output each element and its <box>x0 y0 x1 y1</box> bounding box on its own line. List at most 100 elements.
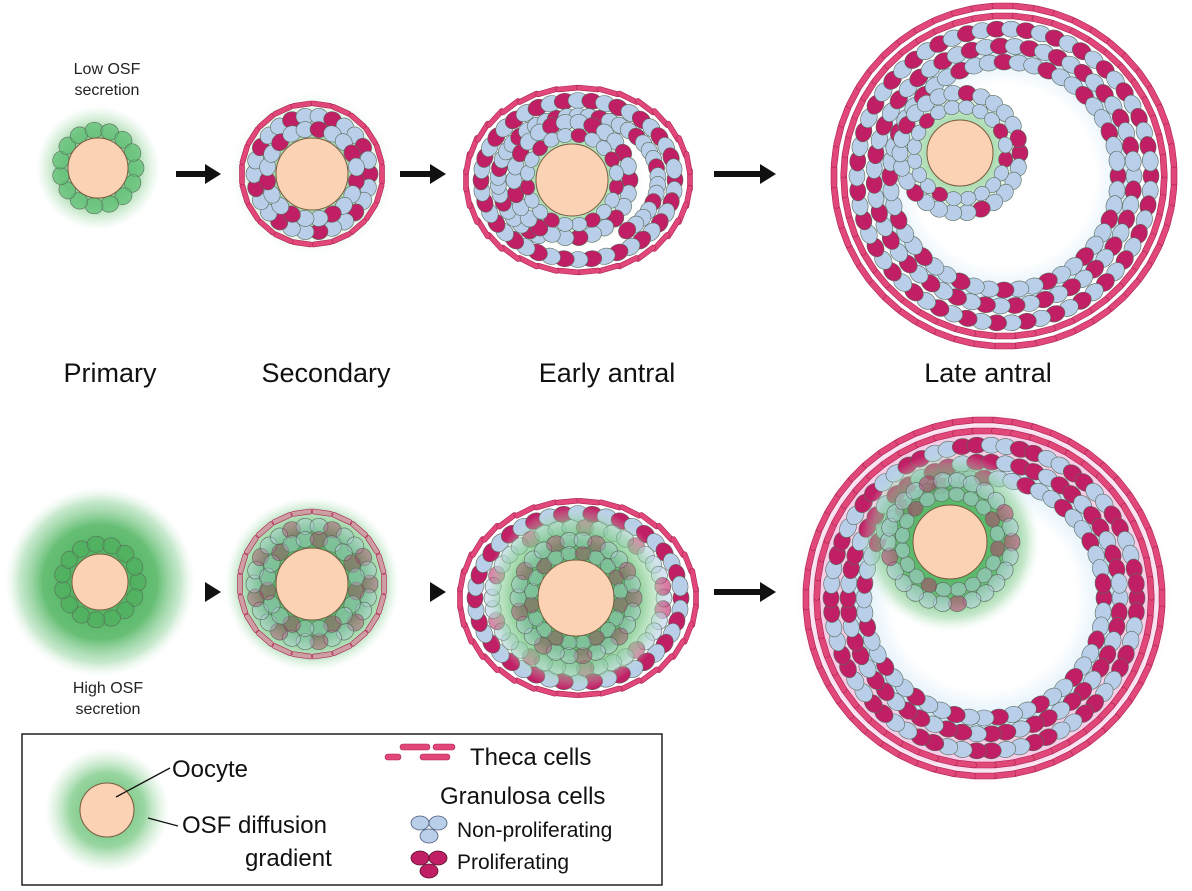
proliferating-cell <box>881 547 899 567</box>
proliferating-cell <box>270 623 289 641</box>
non-proliferating-cell <box>933 487 950 503</box>
theca-cell <box>237 552 249 575</box>
non-proliferating-cell <box>270 527 289 545</box>
non-proliferating-cell <box>559 532 579 549</box>
proliferating-cell <box>610 627 629 646</box>
arrow-early-late-high-head <box>760 582 776 602</box>
non-proliferating-cell <box>985 554 1001 572</box>
non-proliferating-cell <box>1141 150 1159 172</box>
non-proliferating-cell <box>962 491 980 507</box>
theca-cell <box>239 162 245 186</box>
non-proliferating-cell <box>546 643 565 661</box>
non-proliferating-cell <box>623 574 641 594</box>
high-osf-label: High OSF secretion <box>73 678 143 720</box>
theca-cell <box>237 593 249 616</box>
non-proliferating-cell <box>935 582 952 597</box>
theca-cell <box>1146 575 1155 601</box>
theca-cell <box>554 690 580 698</box>
non-proliferating-cell <box>1001 517 1019 537</box>
non-proliferating-cell <box>295 531 315 548</box>
legend-gradient-label-2: gradient <box>245 845 332 872</box>
low-osf-label-line1: Low OSF <box>73 61 141 78</box>
non-proliferating-cell <box>618 615 636 635</box>
oocyte <box>275 137 349 211</box>
progression-arrows <box>176 164 776 602</box>
non-proliferating-cell <box>259 536 278 555</box>
theca-cell <box>1168 143 1178 168</box>
non-proliferating-cell <box>975 499 992 516</box>
theca-cell <box>271 643 293 656</box>
low-osf-row <box>36 2 1178 350</box>
non-proliferating-cell <box>908 568 925 585</box>
legend-theca-cell <box>384 753 402 761</box>
oocyte <box>79 782 135 838</box>
primary-granulosa-cell <box>126 557 144 576</box>
proliferating-cell <box>1003 532 1021 552</box>
non-proliferating-cell <box>323 535 342 553</box>
non-proliferating-cell <box>609 164 624 182</box>
legend-non-proliferating-cell <box>410 815 430 831</box>
early-antral-follicle-high <box>457 498 699 698</box>
arrow-primary-secondary-low-head <box>205 164 221 184</box>
stage-label-early-antral: Early antral <box>538 358 676 388</box>
theca-cell <box>237 572 243 596</box>
stage-label-secondary: Secondary <box>261 358 391 388</box>
non-proliferating-cell <box>895 542 911 559</box>
theca-cell <box>375 552 387 575</box>
high-osf-label-line1: High OSF <box>72 680 144 697</box>
proliferating-cell <box>516 561 534 581</box>
non-proliferating-cell <box>948 487 965 502</box>
proliferating-cell <box>573 647 593 664</box>
legend-proliferating-label: Proliferating <box>457 851 570 874</box>
theca-cell <box>689 568 699 593</box>
proliferating-cell <box>625 588 643 608</box>
non-proliferating-cell <box>964 576 981 592</box>
theca-cell <box>379 162 385 186</box>
theca-cell <box>576 498 602 506</box>
non-proliferating-cell <box>989 525 1005 542</box>
theca-cell <box>1159 153 1168 179</box>
low-osf-label: Low OSF secretion <box>74 59 141 101</box>
theca-cell <box>554 498 580 506</box>
non-proliferating-cell <box>523 627 542 646</box>
low-osf-label-line2: secretion <box>74 82 140 99</box>
theca-cell <box>683 150 693 176</box>
theca-cell <box>290 508 314 517</box>
non-proliferating-cell <box>599 541 618 559</box>
proliferating-cell <box>1094 573 1112 594</box>
proliferating-cell <box>511 602 529 622</box>
oocyte <box>926 119 994 187</box>
non-proliferating-cell <box>263 554 281 573</box>
non-proliferating-cell <box>348 567 365 587</box>
theca-cell <box>271 512 293 525</box>
non-proliferating-cell <box>976 567 993 584</box>
non-proliferating-cell <box>879 532 897 552</box>
non-proliferating-cell <box>895 527 910 544</box>
non-proliferating-cell <box>335 527 354 545</box>
proliferating-cell <box>534 637 553 655</box>
non-proliferating-cell <box>509 588 527 608</box>
stage-label-primary: Primary <box>63 358 157 388</box>
proliferating-cell <box>587 535 606 553</box>
theca-cell <box>310 651 334 660</box>
secondary-follicle-low <box>230 92 394 256</box>
non-proliferating-cell <box>933 595 952 612</box>
legend <box>21 733 663 886</box>
non-proliferating-cell <box>933 472 952 489</box>
oocyte <box>275 547 349 621</box>
legend-theca-cell <box>399 743 431 751</box>
theca-cell <box>255 630 275 647</box>
non-proliferating-cell <box>335 623 354 641</box>
theca-cell <box>349 521 369 538</box>
proliferating-cell <box>618 221 637 240</box>
theca-cell <box>331 512 353 525</box>
legend-proliferating-cell <box>428 850 448 866</box>
legend-proliferating-cell <box>410 850 430 866</box>
non-proliferating-cell <box>534 541 553 559</box>
non-proliferating-cell <box>881 517 899 537</box>
non-proliferating-cell <box>523 550 542 569</box>
proliferating-cell <box>323 521 342 539</box>
legend-theca-cell <box>432 743 456 751</box>
non-proliferating-cell <box>950 581 967 597</box>
